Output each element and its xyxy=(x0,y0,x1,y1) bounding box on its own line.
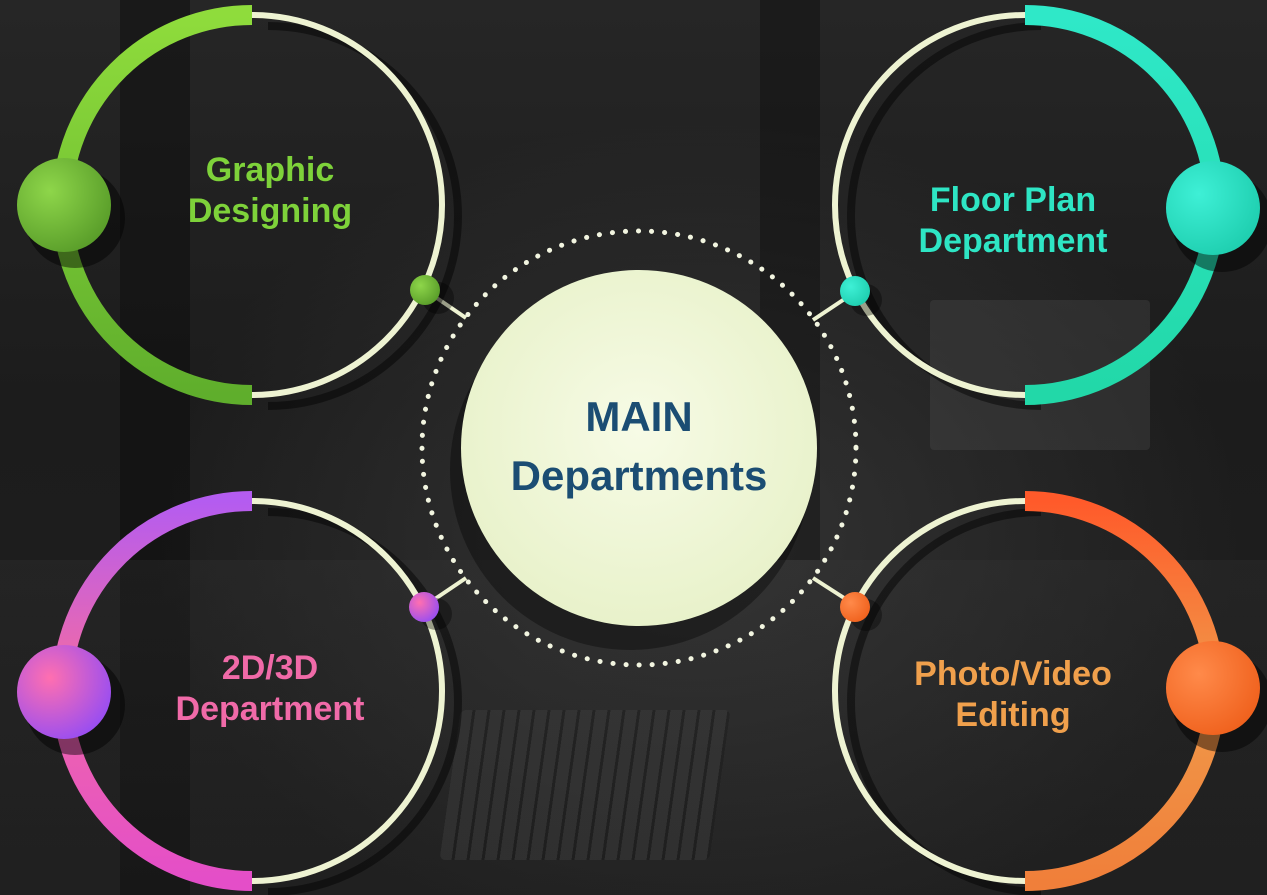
department-label-line2: Editing xyxy=(955,696,1071,735)
center-dotted-ring xyxy=(419,228,859,668)
department-photo-video xyxy=(832,491,1267,895)
department-floor-plan xyxy=(832,5,1267,410)
department-label-line1: Graphic xyxy=(205,151,335,189)
side-dot xyxy=(1166,161,1260,255)
ring-left-arc xyxy=(832,12,1026,398)
department-graphic-designing xyxy=(17,5,462,410)
center-title-line2: Departments xyxy=(510,451,768,499)
ring-connector-dot xyxy=(409,592,439,622)
department-label-line1: Photo/Video xyxy=(914,655,1112,693)
ring-connector-dot xyxy=(840,592,870,622)
ring-shadow xyxy=(847,508,1042,895)
department-label-line1: 2D/3D xyxy=(221,649,319,687)
department-label-graphic: Graphic Designing xyxy=(140,150,400,233)
side-dot xyxy=(17,158,111,252)
side-dot xyxy=(17,645,111,739)
department-label-line1: Floor Plan xyxy=(929,181,1097,219)
center-title: MAIN Departments xyxy=(462,388,816,506)
department-label-photo-video: Photo/Video Editing xyxy=(882,654,1144,737)
ring-right-arc xyxy=(251,498,445,884)
ring-left-arc xyxy=(832,498,1026,884)
department-label-line2: Department xyxy=(918,222,1108,261)
center-circle xyxy=(461,270,817,626)
center-title-line1: MAIN xyxy=(585,393,693,440)
department-label-line2: Department xyxy=(175,690,365,729)
ring-connector-dot xyxy=(410,275,440,305)
ring-connector-dot xyxy=(840,276,870,306)
department-label-line2: Designing xyxy=(187,192,353,231)
ring-shadow xyxy=(847,22,1042,410)
side-dot xyxy=(1166,641,1260,735)
ring-right-arc xyxy=(251,12,445,398)
department-label-2d3d: 2D/3D Department xyxy=(140,648,400,731)
department-2d3d xyxy=(17,491,462,895)
department-label-floor-plan: Floor Plan Department xyxy=(882,180,1144,263)
